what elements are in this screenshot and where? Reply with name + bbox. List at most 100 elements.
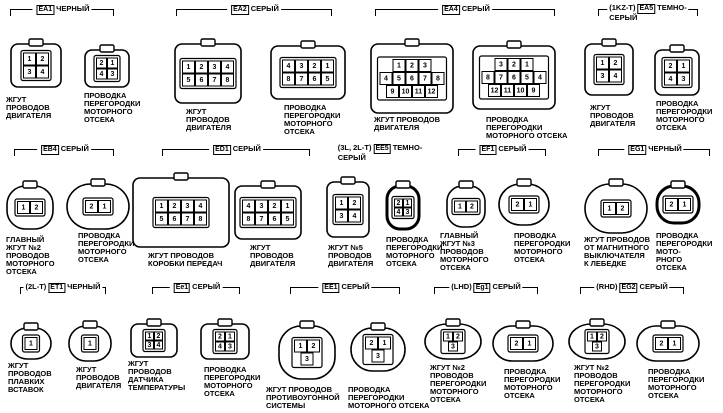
pin-number: 1 <box>458 204 462 211</box>
pin-cell <box>403 198 412 208</box>
pin-number: 2 <box>312 343 316 350</box>
pin-frame <box>279 56 337 89</box>
pin-cell <box>596 56 609 70</box>
pin-cell <box>448 341 458 352</box>
pin-number: 6 <box>410 76 414 83</box>
pin-cell <box>268 199 281 213</box>
caption-et1-male: ЖГУТ ПРОВОДОВ ПЛАВКИХ ВСТАВОК <box>8 361 52 394</box>
pin-cell <box>335 196 348 210</box>
pin-number: 5 <box>326 76 330 83</box>
connector-latch <box>395 180 411 189</box>
pin-number: 1 <box>673 341 677 348</box>
pin-number: 5 <box>397 76 401 83</box>
connector-latch <box>506 40 522 49</box>
caption-ed1-female: ЖГУТ ПРОВОДОВ ДВИГАТЕЛЯ <box>250 243 296 268</box>
pin-cell <box>281 199 294 213</box>
pin-number: 1 <box>525 62 529 69</box>
pin-cell <box>488 84 501 97</box>
pin-cell <box>107 57 118 69</box>
pin-cell <box>308 72 321 86</box>
pin-number: 1 <box>528 341 532 348</box>
pin-cell <box>307 339 320 353</box>
pin-cell <box>348 196 361 210</box>
pin-number: 7 <box>300 76 304 83</box>
pin-cell <box>154 340 163 350</box>
caption-ea1-male: ЖГУТ ПРОВОДОВ ДВИГАТЕЛЯ <box>6 95 52 120</box>
pin-cell <box>215 341 225 352</box>
pin-cell <box>155 199 168 213</box>
pin-cell <box>520 71 534 84</box>
pin-cell <box>221 73 234 87</box>
pin-number: 8 <box>247 216 251 223</box>
pin-number: 4 <box>397 209 401 216</box>
pin-number: 7 <box>423 76 427 83</box>
pin-cell <box>418 72 432 85</box>
pin-number: 3 <box>186 203 190 210</box>
pin-cell <box>36 65 49 79</box>
pin-number: 4 <box>538 75 542 82</box>
pin-number: 3 <box>28 69 32 76</box>
pin-frame <box>451 197 481 216</box>
pin-cell <box>96 68 107 80</box>
pin-number: 1 <box>28 56 32 63</box>
pin-cell <box>609 56 622 70</box>
connector-latch <box>173 172 189 181</box>
pin-cell <box>443 331 453 342</box>
pin-cell <box>511 198 524 211</box>
caption-ea4-male: ЖГУТ ПРОВОДОВ ДВИГАТЕЛЯ <box>374 115 441 132</box>
pin-number: 4 <box>157 342 161 349</box>
pin-cell <box>145 331 154 341</box>
pin-cell <box>300 352 314 366</box>
pin-cell <box>268 212 281 226</box>
pin-cell <box>514 84 527 97</box>
pin-cell <box>168 199 181 213</box>
connector-latch <box>516 178 532 187</box>
caption-ee5-male: ЖГУТ №5 ПРОВОДОВ ДВИГАТЕЛЯ <box>328 243 374 268</box>
caption-ef1-female: ПРОВОДКА ПЕРЕГОРОДКИ МОТОРНОГО ОТСЕКА <box>514 231 571 264</box>
pin-number: 12 <box>491 88 499 95</box>
pin-number: 2 <box>313 63 317 70</box>
pin-number: 2 <box>512 62 516 69</box>
pin-cell <box>678 198 691 211</box>
pin-number: 3 <box>499 62 503 69</box>
pin-frame <box>152 196 210 229</box>
pin-cell <box>587 331 597 342</box>
pin-cell <box>85 200 98 213</box>
pin-number: 2 <box>100 60 104 67</box>
pin-cell <box>17 201 30 214</box>
pin-cell <box>494 58 508 71</box>
connector-latch <box>99 44 115 53</box>
pin-frame <box>93 54 121 83</box>
pin-cell <box>394 198 403 208</box>
pin-number: 2 <box>456 334 460 341</box>
caption-ea4-female: ПРОВОДКА ПЕРЕГОРОДКИ МОТОРНОГО ОТСЕКА <box>486 115 568 140</box>
pin-number: 2 <box>669 63 673 70</box>
pin-cell <box>242 199 255 213</box>
connector-latch <box>589 318 605 327</box>
pin-number: 3 <box>305 356 309 363</box>
pin-number: 3 <box>148 342 152 349</box>
pin-cell <box>597 331 607 342</box>
pin-number: 1 <box>103 204 107 211</box>
caption-ee1a-female: ПРОВОДКА ПЕРЕГОРОДКИ МОТОРНОГО ОТСЕКА <box>204 365 261 398</box>
pin-number: 1 <box>187 64 191 71</box>
caption-eb4-male: ГЛАВНЫЙ ЖГУТ №2 ПРОВОДОВ МОТОРНОГО ОТСЕК… <box>6 235 55 276</box>
pin-number: 1 <box>406 200 410 207</box>
pin-number: 2 <box>516 202 520 209</box>
pin-number: 7 <box>499 75 503 82</box>
pin-number: 4 <box>218 344 222 351</box>
pin-cell <box>453 331 463 342</box>
caption-eg1lhd-female: ПРОВОДКА ПЕРЕГОРОДКИ МОТОРНОГО ОТСЕКА <box>504 367 561 400</box>
